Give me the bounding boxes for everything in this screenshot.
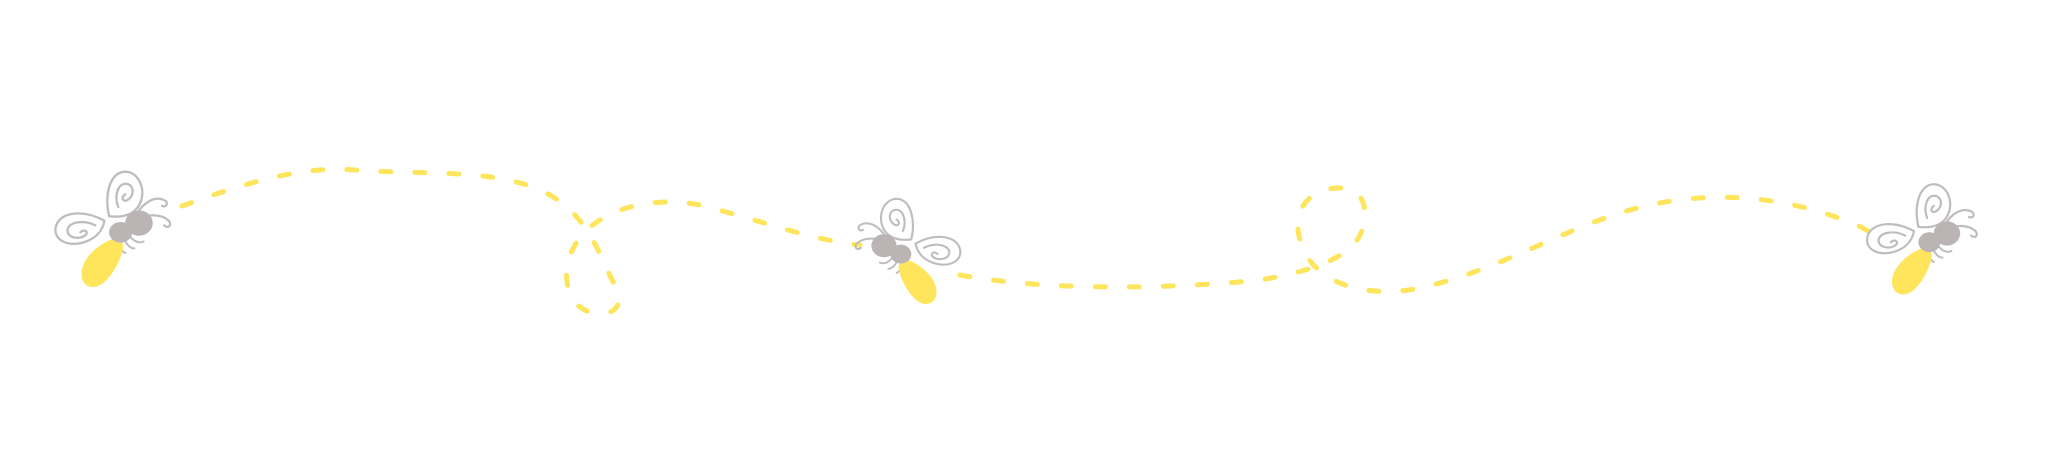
firefly-icon [854,197,962,306]
firefly-left [54,170,172,289]
firefly-icon [54,170,172,289]
firefly-right [1865,183,1978,296]
firefly-center [854,197,962,306]
flight-trail [179,166,1875,316]
firefly-icon [1865,183,1978,296]
